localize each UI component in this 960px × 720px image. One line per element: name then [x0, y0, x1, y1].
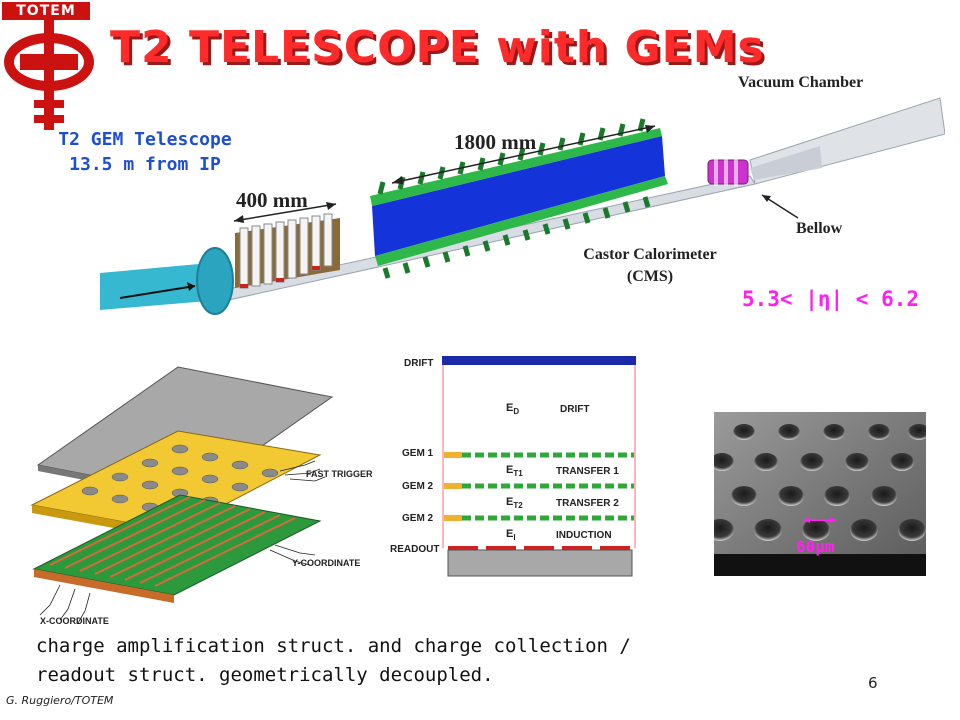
- et1-field-label: ET1: [506, 464, 523, 478]
- castor-calorimeter-icon: [370, 128, 668, 266]
- fast-trigger-label: FAST TRIGGER: [306, 469, 373, 479]
- gem1-label: GEM 1: [402, 448, 434, 459]
- detector-illustration: [100, 97, 945, 315]
- transfer1-label: TRANSFER 1: [556, 466, 619, 477]
- telescope-label-line2: 13.5 m from IP: [69, 154, 221, 175]
- gem-schematic: [442, 356, 636, 577]
- bellow-label: Bellow: [796, 220, 843, 237]
- readout-board-icon: [32, 494, 322, 603]
- transfer2-label: TRANSFER 2: [556, 498, 619, 509]
- totem-logo-icon: [4, 20, 94, 130]
- photo-scale-label: 60μm: [796, 537, 835, 556]
- castor-label-line2: (CMS): [626, 268, 674, 285]
- readout-label: READOUT: [390, 544, 440, 555]
- dimension-400mm: 400 mm: [236, 188, 308, 212]
- ei-field-label: EI: [506, 528, 516, 542]
- ed-sub: D: [513, 407, 520, 417]
- readout-wires: [39, 460, 326, 624]
- gem2b-label: GEM 2: [402, 513, 434, 524]
- castor-label: Castor Calorimeter (CMS): [560, 244, 740, 288]
- caption-line1: charge amplification struct. and charge …: [36, 635, 631, 657]
- ed-field-label: ED: [506, 402, 519, 416]
- et2-sub: T2: [513, 501, 523, 511]
- telescope-label-line1: T2 GEM Telescope: [58, 129, 232, 150]
- dimension-1800mm: 1800 mm: [454, 130, 537, 154]
- vacuum-chamber-icon: [749, 97, 945, 185]
- x-coordinate-label: X-COORDINATE: [40, 616, 109, 626]
- page-title: T2 TELESCOPE with GEMs: [110, 22, 765, 73]
- et2-field-label: ET2: [506, 496, 523, 510]
- telescope-label: T2 GEM Telescope 13.5 m from IP: [40, 127, 250, 177]
- caption: charge amplification struct. and charge …: [36, 632, 656, 690]
- bellow-icon: [707, 158, 749, 186]
- logo-text: TOTEM: [2, 2, 90, 20]
- gem-exploded-view: [30, 366, 334, 624]
- drift-top-label: DRIFT: [404, 358, 434, 369]
- y-coordinate-label: Y-COORDINATE: [292, 558, 361, 568]
- page-number: 6: [868, 674, 878, 692]
- caption-line2: readout struct. geometrically decoupled.: [36, 664, 494, 686]
- gem-micrograph: [714, 412, 926, 576]
- et2-text: E: [506, 496, 514, 508]
- author-label: G. Ruggiero/TOTEM: [6, 694, 114, 707]
- ei-text: E: [506, 528, 514, 540]
- et1-sub: T1: [513, 469, 523, 479]
- t2-detector-icon: [235, 213, 340, 289]
- eta-range: 5.3< |η| < 6.2: [742, 287, 920, 311]
- drift-region-label: DRIFT: [560, 404, 590, 415]
- et1-text: E: [506, 464, 514, 476]
- ei-sub: I: [513, 533, 516, 543]
- induction-label: INDUCTION: [556, 530, 612, 541]
- castor-label-line1: Castor Calorimeter: [583, 246, 717, 263]
- gem2a-label: GEM 2: [402, 481, 434, 492]
- gem-holes-photo: [714, 412, 926, 576]
- ed-text: E: [506, 402, 514, 414]
- vacuum-chamber-label: Vacuum Chamber: [738, 74, 864, 91]
